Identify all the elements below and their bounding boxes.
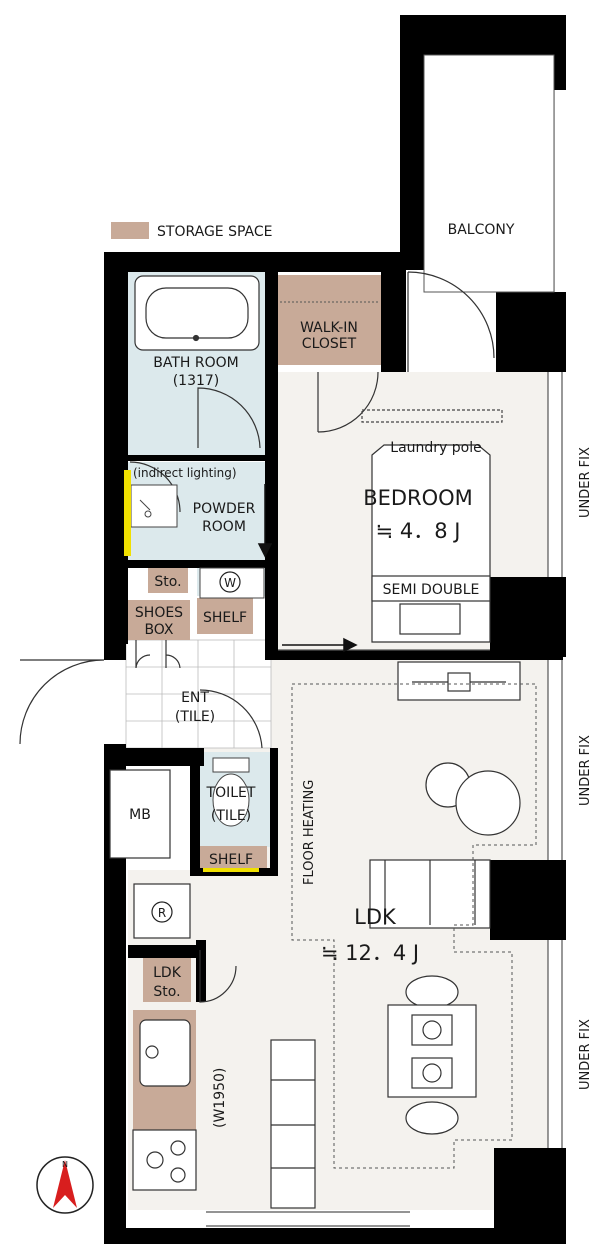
ldk-sto-label-2: Sto.	[153, 984, 180, 1000]
toilet-shelf	[197, 846, 267, 870]
sliding-arrows	[257, 484, 358, 653]
mb-label: MB	[129, 807, 151, 823]
balcony-area	[423, 54, 555, 293]
shoes-label-2: BOX	[144, 622, 173, 638]
under-fix-2: UNDER FIX	[578, 735, 593, 806]
indirect-lighting-strip	[124, 470, 131, 556]
doors	[19, 271, 495, 1003]
fridge-circle	[151, 901, 173, 923]
compass-n: N	[62, 1160, 68, 1169]
shelf-label: SHELF	[203, 610, 247, 626]
fridge-label: R	[158, 906, 166, 920]
legend-label: STORAGE SPACE	[157, 224, 272, 240]
ent-floor: (TILE)	[175, 709, 215, 725]
washer-label: W	[224, 576, 236, 590]
toilet-shelf-label: SHELF	[209, 852, 253, 868]
shoes-label-1: SHOES	[135, 605, 183, 621]
round-table	[425, 762, 521, 836]
shoes-box	[128, 600, 190, 640]
bedroom-label: BEDROOM	[363, 486, 473, 510]
mb-box	[109, 769, 171, 859]
washer-circle	[219, 571, 241, 593]
stove	[132, 1129, 197, 1191]
walls	[104, 15, 566, 1244]
ldk-size: ≒ 12．4 J	[321, 941, 419, 965]
powder-sink	[130, 484, 178, 528]
bath-label: BATH ROOM	[153, 355, 238, 371]
indirect-label: (indirect lighting)	[133, 466, 237, 480]
semi-double-label: SEMI DOUBLE	[383, 582, 480, 598]
sofa	[369, 859, 491, 929]
toilet-shelf-light	[203, 868, 259, 872]
fridge-box	[133, 883, 191, 939]
compass-icon	[36, 1156, 94, 1214]
bed	[371, 444, 491, 643]
powder-label-2: ROOM	[202, 519, 246, 535]
ldk-sto-label-1: LDK	[153, 965, 182, 981]
toilet-label: TOILET	[206, 785, 256, 801]
floor-heating-outline	[291, 683, 537, 1169]
bathtub	[134, 275, 260, 351]
tv-board	[397, 661, 521, 701]
ent-label: ENT	[181, 690, 209, 706]
ldk-storage	[143, 958, 191, 1002]
dining-set	[387, 975, 477, 1135]
bedroom-window-band	[500, 372, 548, 577]
under-fix-1: UNDER FIX	[578, 447, 593, 518]
sto-label: Sto.	[154, 574, 181, 590]
ldk-window-band-2	[500, 940, 548, 1148]
powder-label-1: POWDER	[193, 501, 256, 517]
toilet-floor: (TILE)	[211, 808, 251, 824]
bedroom-size: ≒ 4．8 J	[376, 519, 461, 543]
toilet-fixture	[212, 757, 250, 827]
ldk-label: LDK	[354, 905, 397, 929]
walkin-label-2: CLOSET	[302, 336, 357, 352]
sto-small	[148, 567, 188, 593]
walkin-label-1: WALK-IN	[300, 320, 358, 336]
kitchen-board	[270, 1039, 316, 1209]
laundry-pole	[361, 409, 503, 423]
walkin-closet	[278, 275, 381, 365]
entrance-tile	[125, 639, 272, 749]
under-fix-3: UNDER FIX	[578, 1019, 593, 1090]
legend-swatch	[111, 222, 149, 239]
bath-size: (1317)	[173, 373, 220, 389]
laundry-label: Laundry pole	[390, 440, 481, 456]
kitchen-width-label: (W1950)	[212, 1068, 228, 1128]
floor-heating-label: FLOOR HEATING	[302, 780, 317, 885]
powder-shelf	[197, 598, 253, 634]
kitchen-sink	[139, 1019, 191, 1087]
balcony-label: BALCONY	[448, 222, 515, 238]
